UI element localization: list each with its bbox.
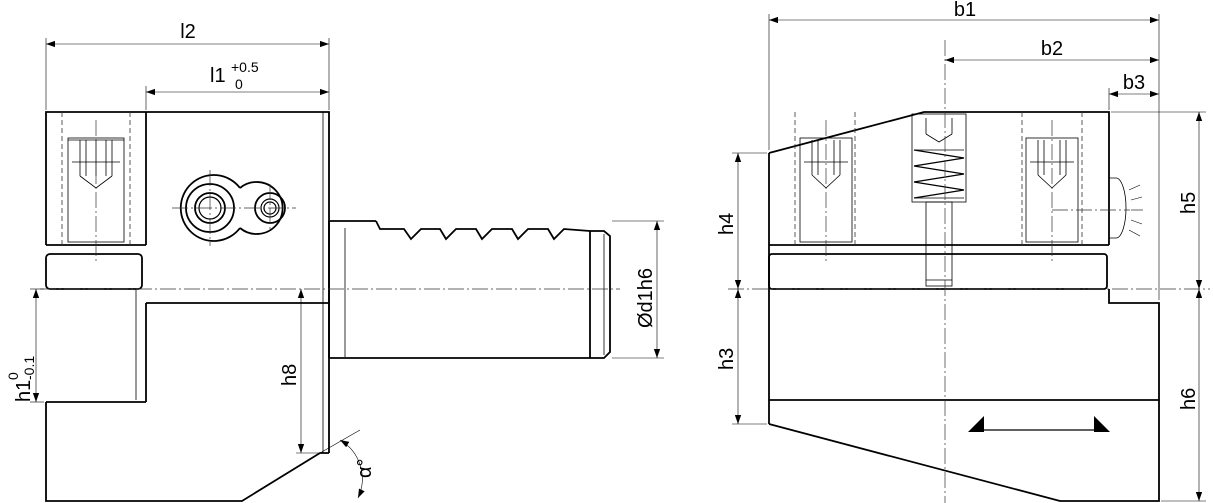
label-h1: h1 <box>13 380 35 402</box>
label-l1-tol-lower: 0 <box>235 76 243 92</box>
dim-h1: h1 0 -0.1 <box>5 288 44 403</box>
left-view: l2 l1 +0.5 0 h1 0 -0.1 h8 <box>5 21 664 502</box>
label-h8: h8 <box>279 364 301 386</box>
dim-d1: Ød1h6 <box>612 220 664 359</box>
left-screw-hidden <box>61 112 131 262</box>
dim-h3: h3 <box>716 289 767 425</box>
right-view: b1 b2 b3 h4 h3 h5 <box>716 0 1210 503</box>
right-screw-right <box>1021 112 1083 262</box>
label-h1-tol-lower: -0.1 <box>21 356 37 380</box>
right-body-outline <box>768 111 1160 502</box>
dim-l2: l2 <box>45 21 330 110</box>
label-h1-tol-upper: 0 <box>5 372 21 380</box>
eccentric-cam <box>172 170 296 246</box>
label-l1: l1 <box>210 65 226 87</box>
dim-l1: l1 +0.5 0 <box>145 59 329 110</box>
label-h3: h3 <box>716 348 738 370</box>
label-h4: h4 <box>716 213 738 235</box>
left-body-outline <box>45 111 330 502</box>
dim-h5: h5 <box>1111 111 1206 289</box>
spark-lines <box>1128 184 1143 237</box>
label-b3: b3 <box>1123 72 1145 94</box>
label-l2: l2 <box>180 21 196 43</box>
dim-b1: b1 <box>768 0 1160 300</box>
label-b2: b2 <box>1041 38 1063 60</box>
label-h5: h5 <box>1178 192 1200 214</box>
label-d1: Ød1h6 <box>635 268 657 328</box>
label-l1-tol-upper: +0.5 <box>231 59 259 75</box>
dim-alpha: α° <box>319 429 376 499</box>
dim-h6: h6 <box>1161 289 1206 502</box>
label-h6: h6 <box>1178 388 1200 410</box>
right-screw-left <box>794 112 856 262</box>
dim-b3: b3 <box>1108 72 1159 110</box>
serrated-shank <box>328 220 611 359</box>
v-marker <box>968 416 1110 432</box>
clamp-strip <box>45 253 143 290</box>
dim-h8: h8 <box>279 289 322 454</box>
label-alpha: α° <box>354 458 376 478</box>
label-b1: b1 <box>954 0 976 21</box>
dim-h4: h4 <box>716 152 767 289</box>
dim-b2: b2 <box>945 38 1159 64</box>
spring-pin <box>911 40 967 503</box>
side-ball <box>1109 177 1127 239</box>
